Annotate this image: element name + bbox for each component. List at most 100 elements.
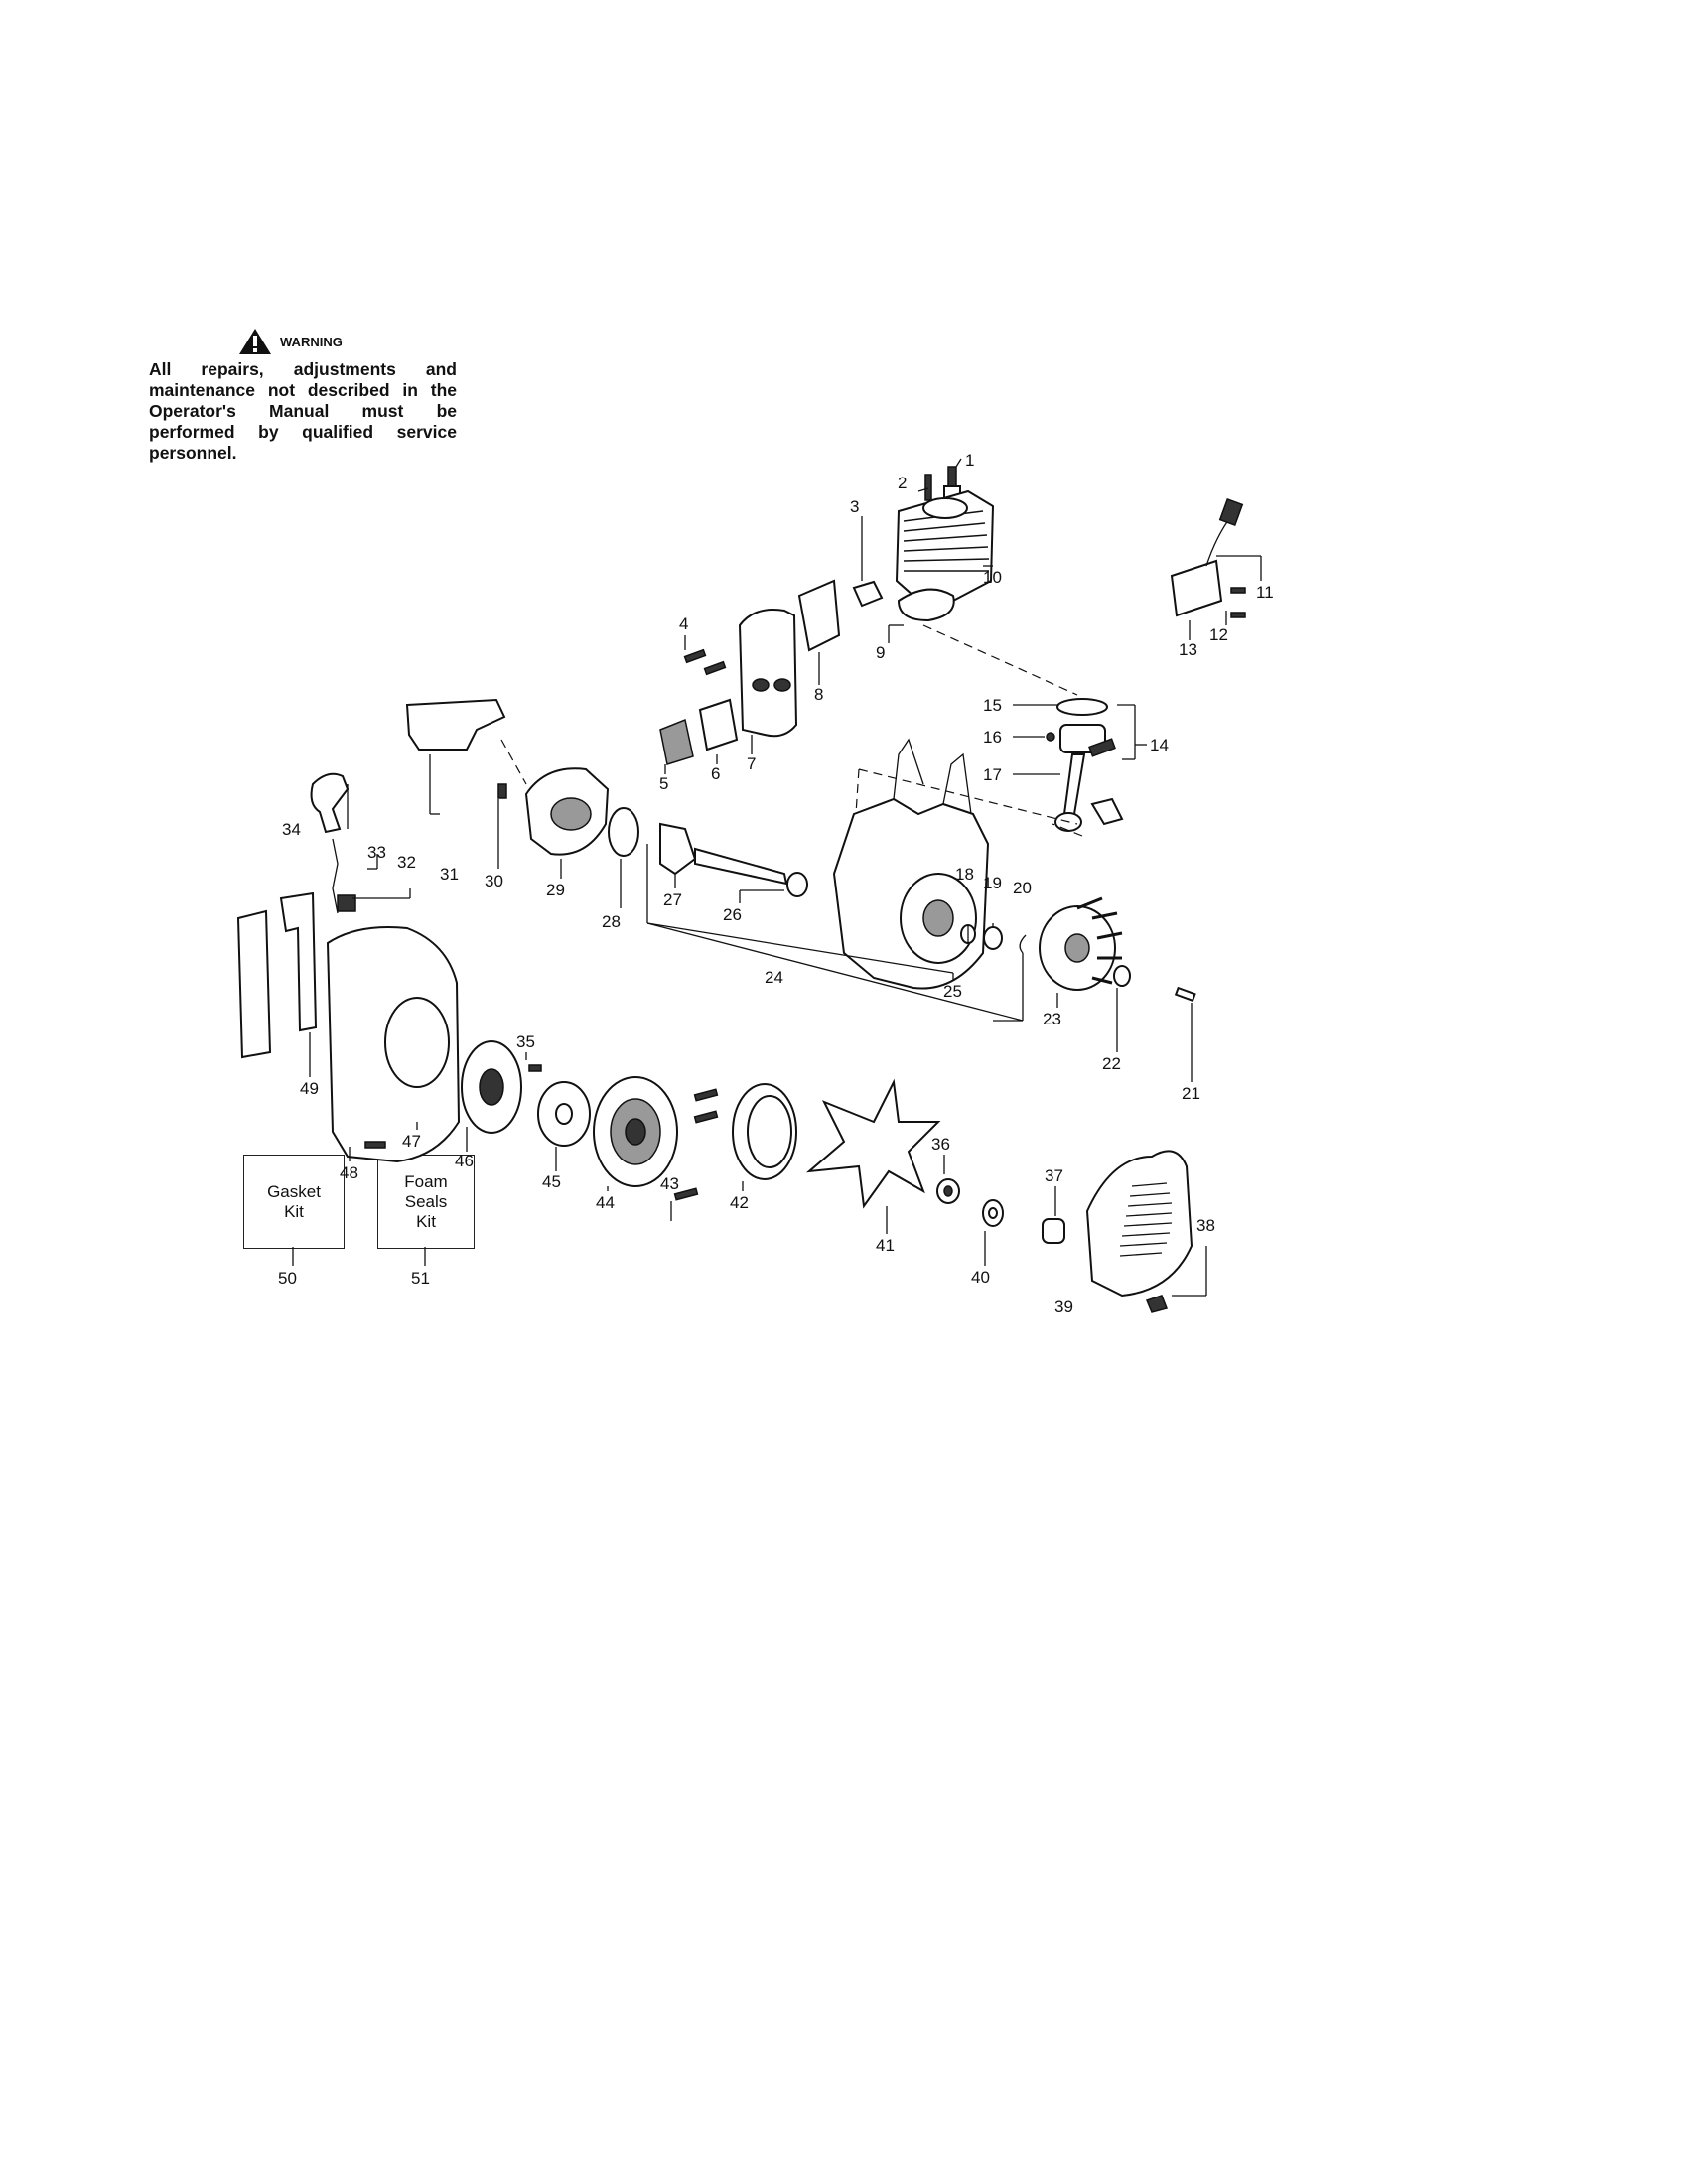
callout-41: 41 <box>876 1236 895 1255</box>
callout-50: 50 <box>278 1269 297 1288</box>
callout-33: 33 <box>367 843 386 862</box>
leader-lines <box>309 458 1262 1297</box>
warning-title: WARNING <box>280 334 343 349</box>
callout-3: 3 <box>850 497 859 516</box>
muffler <box>738 609 798 738</box>
callout-29: 29 <box>546 881 565 899</box>
spark-plug <box>943 466 961 499</box>
callout-2: 2 <box>898 474 907 492</box>
callout-47: 47 <box>402 1132 421 1151</box>
callout-1: 1 <box>965 451 974 470</box>
foam-seals <box>236 891 318 1059</box>
callout-28: 28 <box>602 912 621 931</box>
callout-51: 51 <box>411 1269 430 1288</box>
warning-icon <box>239 329 271 354</box>
carb-adapter <box>524 767 610 856</box>
callout-34: 34 <box>282 820 301 839</box>
callout-15: 15 <box>983 696 1002 715</box>
callout-46: 46 <box>455 1152 474 1170</box>
muffler-screws <box>683 648 727 676</box>
flywheel-washer <box>1113 965 1131 987</box>
callout-10: 10 <box>983 568 1002 587</box>
callout-25: 25 <box>943 982 962 1001</box>
callout-39: 39 <box>1054 1297 1073 1316</box>
cylinder-gasket <box>897 588 955 622</box>
washer <box>983 926 1003 950</box>
blower-housing <box>326 926 461 1163</box>
callout-21: 21 <box>1182 1084 1200 1103</box>
callout-14: 14 <box>1150 736 1169 754</box>
callout-48: 48 <box>340 1163 358 1182</box>
callout-45: 45 <box>542 1172 561 1191</box>
callout-18: 18 <box>955 865 974 884</box>
callout-16: 16 <box>983 728 1002 747</box>
callout-49: 49 <box>300 1079 319 1098</box>
callout-20: 20 <box>1013 879 1032 897</box>
callout-26: 26 <box>723 905 742 924</box>
callout-8: 8 <box>814 685 823 704</box>
callout-9: 9 <box>876 643 885 662</box>
cylinder-screw <box>924 474 932 501</box>
intake-tube <box>405 698 506 751</box>
spring <box>332 838 339 914</box>
spark-arrestor <box>659 718 694 765</box>
callout-43: 43 <box>660 1174 679 1193</box>
callout-31: 31 <box>440 865 459 884</box>
pulley-washer <box>537 1081 591 1147</box>
callout-13: 13 <box>1179 640 1197 659</box>
callout-5: 5 <box>659 774 668 793</box>
callout-22: 22 <box>1102 1054 1121 1073</box>
callout-12: 12 <box>1209 625 1228 644</box>
foam-seals-kit-box: Foam Seals Kit <box>377 1155 475 1249</box>
callout-32: 32 <box>397 853 416 872</box>
callout-44: 44 <box>596 1193 615 1212</box>
callout-7: 7 <box>747 754 756 773</box>
callout-17: 17 <box>983 765 1002 784</box>
callout-30: 30 <box>485 872 503 890</box>
muffler-gasket <box>698 698 739 751</box>
impeller-fan <box>805 1078 941 1209</box>
flywheel <box>1039 896 1123 991</box>
starter-housing <box>593 1076 678 1187</box>
pulley-screw <box>528 1064 542 1072</box>
blower-cover <box>1085 1150 1193 1297</box>
callout-4: 4 <box>679 614 688 633</box>
o-ring <box>608 807 639 857</box>
heat-shield <box>797 579 841 652</box>
crank-seal <box>786 872 808 897</box>
t-handle <box>310 772 350 834</box>
starter-screws <box>673 1088 719 1201</box>
callout-6: 6 <box>711 764 720 783</box>
callout-38: 38 <box>1196 1216 1215 1235</box>
housing-screw <box>364 1141 386 1149</box>
warning-header: WARNING <box>238 328 457 355</box>
cylinder <box>895 489 995 603</box>
callout-37: 37 <box>1045 1166 1063 1185</box>
ignition-module <box>1170 497 1244 617</box>
fan-ring <box>732 1083 797 1180</box>
retaining-clip <box>1019 934 1027 954</box>
fan-nut <box>936 1178 960 1204</box>
callout-numbers: 1 2 3 4 5 6 7 8 9 10 11 12 13 14 15 16 1… <box>278 451 1274 1316</box>
callout-40: 40 <box>971 1268 990 1287</box>
gasket-kit-box: Gasket Kit <box>243 1155 345 1249</box>
piston-assembly <box>1046 698 1124 832</box>
cover-clip <box>1145 1295 1168 1313</box>
warning-text: All repairs, adjustments and maintenance… <box>149 359 457 463</box>
starter-pulley <box>461 1040 522 1134</box>
crankcase <box>832 738 990 990</box>
callout-42: 42 <box>730 1193 749 1212</box>
callout-23: 23 <box>1043 1010 1061 1028</box>
key <box>1174 986 1196 1003</box>
callout-19: 19 <box>983 874 1002 892</box>
small-seal <box>852 580 884 608</box>
nut <box>337 894 356 912</box>
callout-36: 36 <box>931 1135 950 1154</box>
carb-screw <box>497 783 507 799</box>
crankshaft <box>659 822 788 886</box>
spacer <box>1042 1218 1065 1244</box>
callout-11: 11 <box>1256 583 1274 602</box>
callout-27: 27 <box>663 890 682 909</box>
ignition-screws <box>1230 587 1246 618</box>
